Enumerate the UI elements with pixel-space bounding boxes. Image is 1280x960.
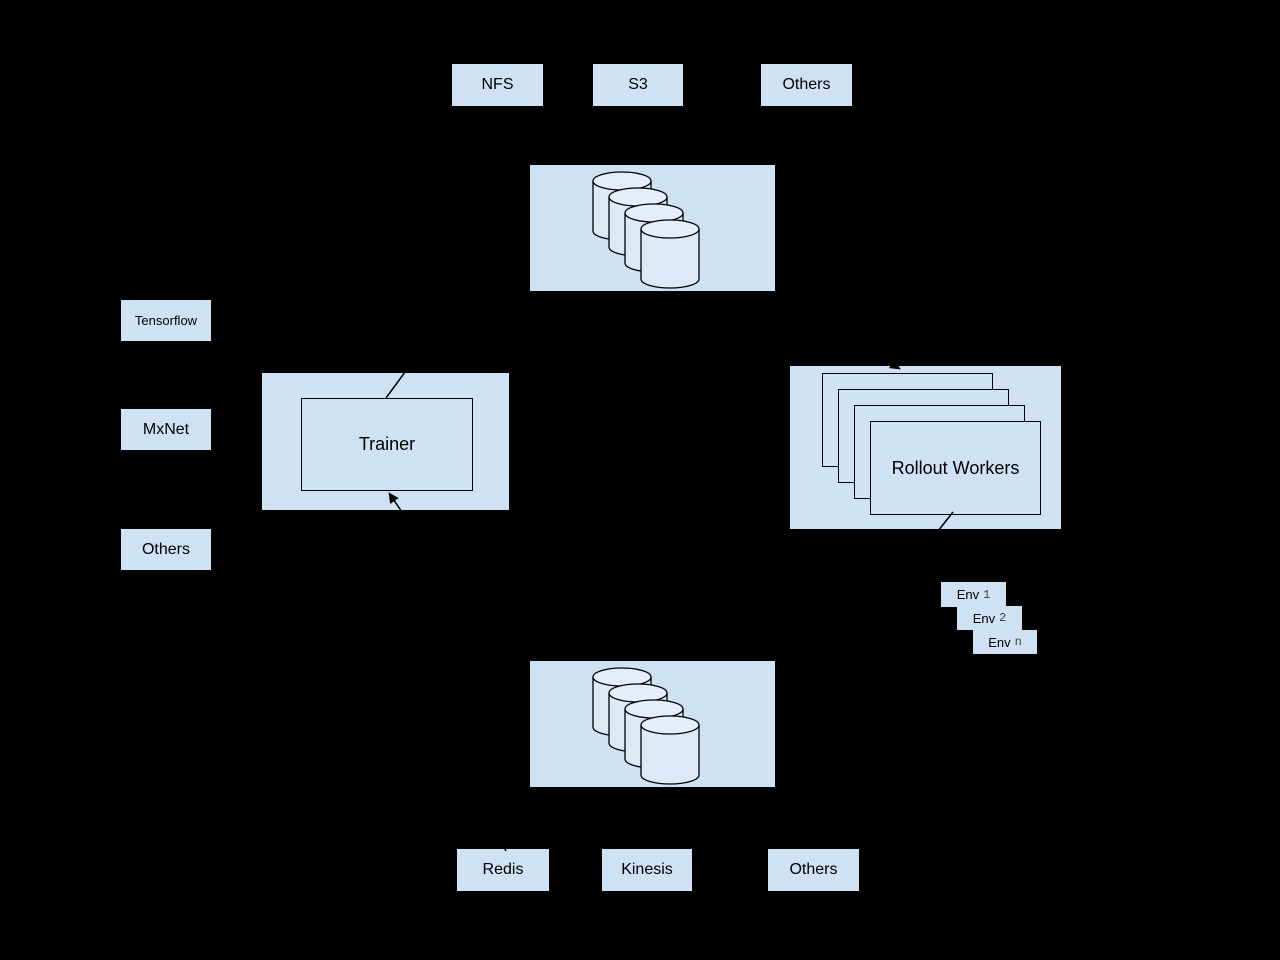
env-index: n: [1014, 635, 1022, 649]
node-env-1: Env 1: [941, 582, 1006, 607]
node-kinesis: Kinesis: [602, 849, 692, 891]
database-cluster-icon: [592, 667, 700, 785]
node-env-2: Env 2: [957, 606, 1022, 630]
node-redis: Redis: [457, 849, 549, 891]
node-rollout-workers: Rollout Workers: [870, 421, 1041, 515]
node-env-n: Env n: [973, 630, 1037, 654]
env-index: 1: [983, 587, 991, 602]
node-tensorflow: Tensorflow: [121, 300, 211, 341]
env-label: Env: [972, 610, 996, 626]
node-others-top: Others: [761, 64, 852, 106]
node-mxnet: MxNet: [121, 409, 211, 450]
env-label: Env: [956, 587, 980, 602]
node-others-bottom: Others: [768, 849, 859, 891]
node-model-store: [530, 165, 775, 291]
node-replay-store: [530, 661, 775, 787]
env-label: Env: [988, 634, 1011, 650]
node-nfs: NFS: [452, 64, 543, 106]
node-rollout-container: Rollout Workers: [790, 366, 1061, 529]
env-index: 2: [999, 611, 1007, 625]
node-others-frameworks: Others: [121, 529, 211, 570]
database-cluster-icon: [592, 171, 700, 289]
node-trainer: Trainer: [301, 398, 473, 491]
node-trainer-container: Trainer: [262, 373, 509, 510]
node-s3: S3: [593, 64, 683, 106]
